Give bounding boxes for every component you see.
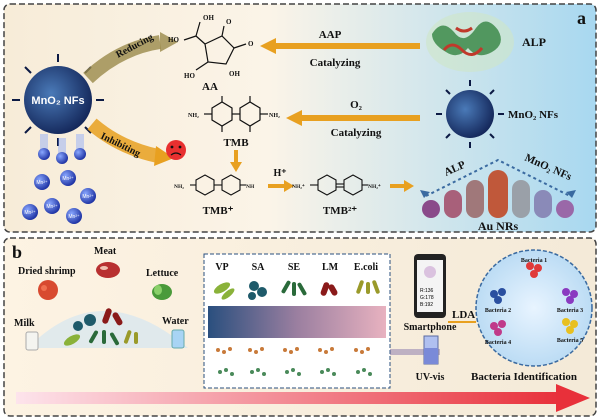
tmb-2plus-nh-left: NH₂⁺ <box>292 183 305 190</box>
h-plus-label: H⁺ <box>273 168 286 179</box>
to-aunrs-arrow <box>390 180 414 192</box>
mn-ion-3: Mn²⁺ <box>80 188 96 204</box>
lda-cluster-plot: Bacteria 1 Bacteria 2 Bacteria 3 Bacteri… <box>475 249 593 367</box>
aa-ho-bottom: HO <box>184 72 195 80</box>
catalyzing-2-label: Catalyzing <box>331 127 382 139</box>
food-dried-shrimp: Dried shrimp <box>18 266 76 300</box>
mno2-right-label: MnO₂ NFs <box>508 109 559 121</box>
food-meat: Meat <box>94 246 120 278</box>
bacteria-column-header: LM <box>322 262 339 273</box>
food-lettuce: Lettuce <box>146 268 179 300</box>
aap-label: AAP <box>319 29 342 41</box>
o2-arrow: O₂ Catalyzing <box>286 99 420 139</box>
bacteria-column-header: VP <box>215 262 228 273</box>
bacteria-identification-label: Bacteria Identification <box>471 371 577 383</box>
aa-label: AA <box>202 81 218 93</box>
gradient-color-bar <box>208 306 386 338</box>
bacteria-column-header: SA <box>252 262 266 273</box>
cluster-label-3: Bacteria 3 <box>557 308 583 314</box>
panel-b-label: b <box>12 242 22 262</box>
mno2-nanoflower-left: MnO₂ NFs <box>12 54 104 146</box>
svg-text:Lettuce: Lettuce <box>146 268 179 279</box>
lda-label: LDA <box>452 309 475 321</box>
bacteria-table: VP SA SE LM E.coli <box>203 253 391 389</box>
aa-o-keto: O <box>248 40 254 48</box>
bacteria-column-headers: VP SA SE LM E.coli <box>215 262 378 273</box>
tmb-2plus-label: TMB²⁺ <box>323 205 357 217</box>
food-milk: Milk <box>14 318 39 351</box>
rgb-b: B:192 <box>420 302 433 308</box>
tmb-nh2-right: NH₂ <box>269 113 280 119</box>
panel-a-label: a <box>577 8 586 28</box>
mno2-nanoflower-right <box>436 80 504 148</box>
mno2-left-label: MnO₂ NFs <box>31 95 84 107</box>
svg-text:Mn²⁺: Mn²⁺ <box>24 210 36 216</box>
panel-a: a MnO₂ NFs Mn²⁺ Mn²⁺ Mn²⁺ Mn²⁺ Mn²⁺ <box>3 3 597 233</box>
svg-text:Meat: Meat <box>94 246 117 257</box>
tmb-2plus-structure <box>310 174 368 196</box>
svg-text:Mn²⁺: Mn²⁺ <box>36 180 48 186</box>
bacteria-column-header: E.coli <box>354 262 378 273</box>
tmb-plus-structure <box>190 174 246 196</box>
au-nrs-label: Au NRs <box>478 219 519 233</box>
bottom-progress-arrow <box>16 384 590 412</box>
panel-b: b Dried shrimp Meat Lettuce <box>3 237 597 417</box>
svg-text:Mn²⁺: Mn²⁺ <box>82 194 94 200</box>
cluster-label-4: Bacteria 4 <box>485 340 511 346</box>
rgb-g: G:178 <box>420 295 434 301</box>
cuvette-icon <box>390 335 440 365</box>
svg-text:Milk: Milk <box>14 318 35 329</box>
au-nanorods <box>420 158 576 218</box>
smartphone-label: Smartphone <box>404 322 457 333</box>
o2-label: O₂ <box>350 99 363 111</box>
alp-protein-icon <box>426 12 514 72</box>
svg-text:Mn²⁺: Mn²⁺ <box>62 176 74 182</box>
sad-face-icon <box>166 140 186 160</box>
aap-arrow: AAP Catalyzing <box>260 29 420 69</box>
mn-ion-2: Mn²⁺ <box>60 170 76 186</box>
cluster-label-2: Bacteria 2 <box>485 308 511 314</box>
food-water: Water <box>162 316 189 349</box>
h-plus-arrow: H⁺ <box>268 168 294 192</box>
mn-ion-balls: Mn²⁺ Mn²⁺ Mn²⁺ Mn²⁺ Mn²⁺ Mn²⁺ <box>22 134 96 224</box>
svg-text:Water: Water <box>162 316 189 327</box>
rgb-r: R:136 <box>420 288 434 294</box>
tmb-plus-nh2: NH₂ <box>174 184 184 190</box>
tmb-2plus-nh-right: NH₂⁺ <box>368 183 381 190</box>
tmb-nh2-left: NH₂ <box>188 113 199 119</box>
bacteria-sample-rows <box>216 347 372 376</box>
mn-ion-5: Mn²⁺ <box>22 204 38 220</box>
cluster-label-5: Bacteria 5 <box>557 338 583 344</box>
svg-text:Dried shrimp: Dried shrimp <box>18 266 76 277</box>
uvvis-label: UV-vis <box>416 372 445 383</box>
cluster-label-1: Bacteria 1 <box>521 258 547 264</box>
aa-oh-top: OH <box>203 14 214 22</box>
bacteria-column-header: SE <box>288 262 301 273</box>
alp-label: ALP <box>522 35 546 49</box>
bacteria-icons <box>213 280 380 300</box>
mn-ion-6: Mn²⁺ <box>66 208 82 224</box>
aa-o-ring: O <box>226 18 232 26</box>
smartphone-icon: R:136 G:178 B:192 <box>414 254 446 318</box>
svg-text:Mn²⁺: Mn²⁺ <box>68 214 80 220</box>
food-bacteria-cluster <box>63 308 138 346</box>
svg-text:Mn²⁺: Mn²⁺ <box>46 204 58 210</box>
mn-ion-1: Mn²⁺ <box>34 174 50 190</box>
tmb-plus-nh: NH <box>246 184 255 190</box>
mn-ion-4: Mn²⁺ <box>44 198 60 214</box>
aa-oh-bottom: OH <box>229 70 240 78</box>
aa-ho-left: HO <box>168 36 179 44</box>
tmb-label: TMB <box>223 137 249 149</box>
aa-structure <box>183 21 247 71</box>
catalyzing-1-label: Catalyzing <box>310 57 361 69</box>
tmb-structure <box>204 96 268 132</box>
tmb-plus-label: TMB⁺ <box>203 205 234 217</box>
